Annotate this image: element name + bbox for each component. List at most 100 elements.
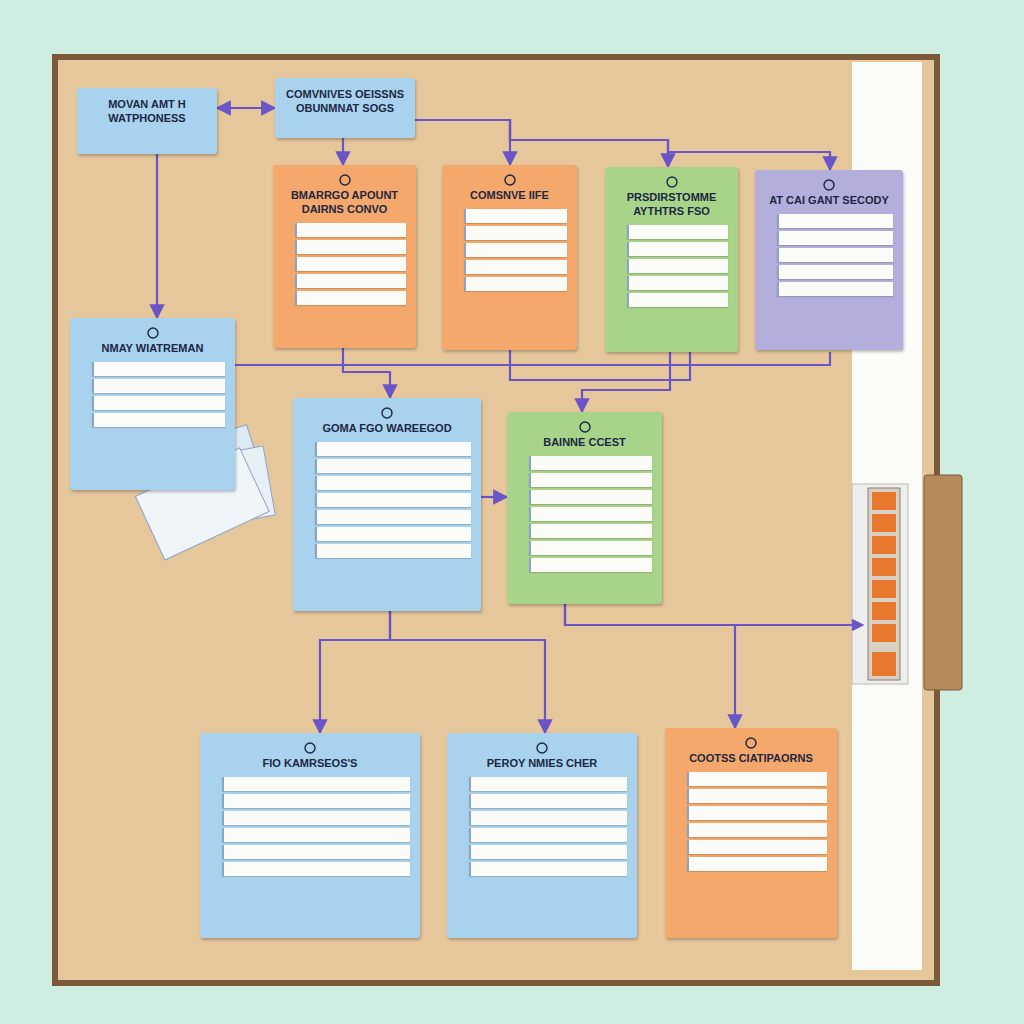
form-row [295,223,406,237]
connector-arrow [217,107,275,109]
card-icon [379,406,395,420]
card-heading: BMARRGO APOUNT DAIRNS CONVO [283,189,406,217]
form-row [469,811,627,825]
card-icon [821,178,837,192]
form-row [222,828,410,842]
form-row [92,396,225,410]
card-icon [743,736,759,750]
form-row [777,231,893,245]
form-row [529,524,652,538]
form-row [469,845,627,859]
form-row [627,293,728,307]
card-icon [664,175,680,189]
card-heading: AT CAI GANT SECODY [765,194,893,208]
process-card: PRSDIRSTOMME AYTHTRS FSO [605,167,738,352]
form-row [777,248,893,262]
form-row [92,379,225,393]
form-row [464,260,567,274]
form-row [777,265,893,279]
form-row [627,259,728,273]
form-row [464,209,567,223]
process-card: BAINNE CCEST [507,412,662,604]
card-heading: MOVAN AMT H WATPHONESS [87,98,207,126]
form-row [529,456,652,470]
form-row [627,242,728,256]
form-row [464,277,567,291]
form-row [469,777,627,791]
connector-arrow [415,120,668,167]
form-row [687,823,827,837]
process-card: COMVNIVES OEISSNS OBUNMNAT SOGS [275,78,415,138]
form-row [315,442,471,456]
form-row [315,459,471,473]
form-row [464,243,567,257]
process-card: COOTSS CIATIPAORNS [665,728,837,938]
process-card: NMAY WIATREMAN [70,318,235,490]
form-row [529,541,652,555]
connector-arrow [342,138,344,165]
wood-board [58,60,934,980]
connector-arrow [415,120,510,165]
process-card: MOVAN AMT H WATPHONESS [77,88,217,154]
card-heading: PEROY NMIES CHER [457,757,627,771]
form-row [315,527,471,541]
form-row [469,862,627,876]
connector-arrow [390,611,545,733]
form-row [315,544,471,558]
connector-arrow [481,496,507,498]
form-row [469,794,627,808]
process-card: BMARRGO APOUNT DAIRNS CONVO [273,165,416,348]
connector-arrow [343,348,390,398]
form-row [315,476,471,490]
connector-arrow [320,611,390,733]
form-row [529,490,652,504]
card-heading: GOMA FGO WAREEGOD [303,422,471,436]
card-heading: NMAY WIATREMAN [80,342,225,356]
form-row [687,772,827,786]
bus-wire [235,350,862,630]
form-row [687,857,827,871]
connector-arrow [415,120,830,170]
form-row [529,507,652,521]
form-row [315,493,471,507]
card-icon [302,741,318,755]
board-frame [52,54,940,986]
form-row [295,257,406,271]
form-row [222,811,410,825]
form-row [295,291,406,305]
form-row [529,473,652,487]
process-card: FIO KAMRSEOS'S [200,733,420,938]
card-heading: FIO KAMRSEOS'S [210,757,410,771]
form-row [687,840,827,854]
card-heading: BAINNE CCEST [517,436,652,450]
connector-arrow [582,352,670,412]
form-row [295,274,406,288]
wooden-tab [924,475,962,690]
form-row [687,806,827,820]
form-row [92,362,225,376]
form-row [222,777,410,791]
card-icon [502,173,518,187]
form-row [464,226,567,240]
card-heading: COMSNVE IIFE [452,189,567,203]
process-card: AT CAI GANT SECODY [755,170,903,350]
connector-arrow [565,604,735,728]
card-icon [534,741,550,755]
form-row [222,794,410,808]
form-row [222,845,410,859]
process-card: COMSNVE IIFE [442,165,577,350]
holder [852,484,908,684]
form-row [529,558,652,572]
card-heading: COOTSS CIATIPAORNS [675,752,827,766]
card-heading: COMVNIVES OEISSNS OBUNMNAT SOGS [285,88,405,116]
connector-arrow [156,154,158,318]
card-icon [145,326,161,340]
form-row [92,413,225,427]
form-row [315,510,471,524]
form-row [687,789,827,803]
form-row [469,828,627,842]
form-row [627,225,728,239]
card-icon [337,173,353,187]
form-row [777,282,893,296]
